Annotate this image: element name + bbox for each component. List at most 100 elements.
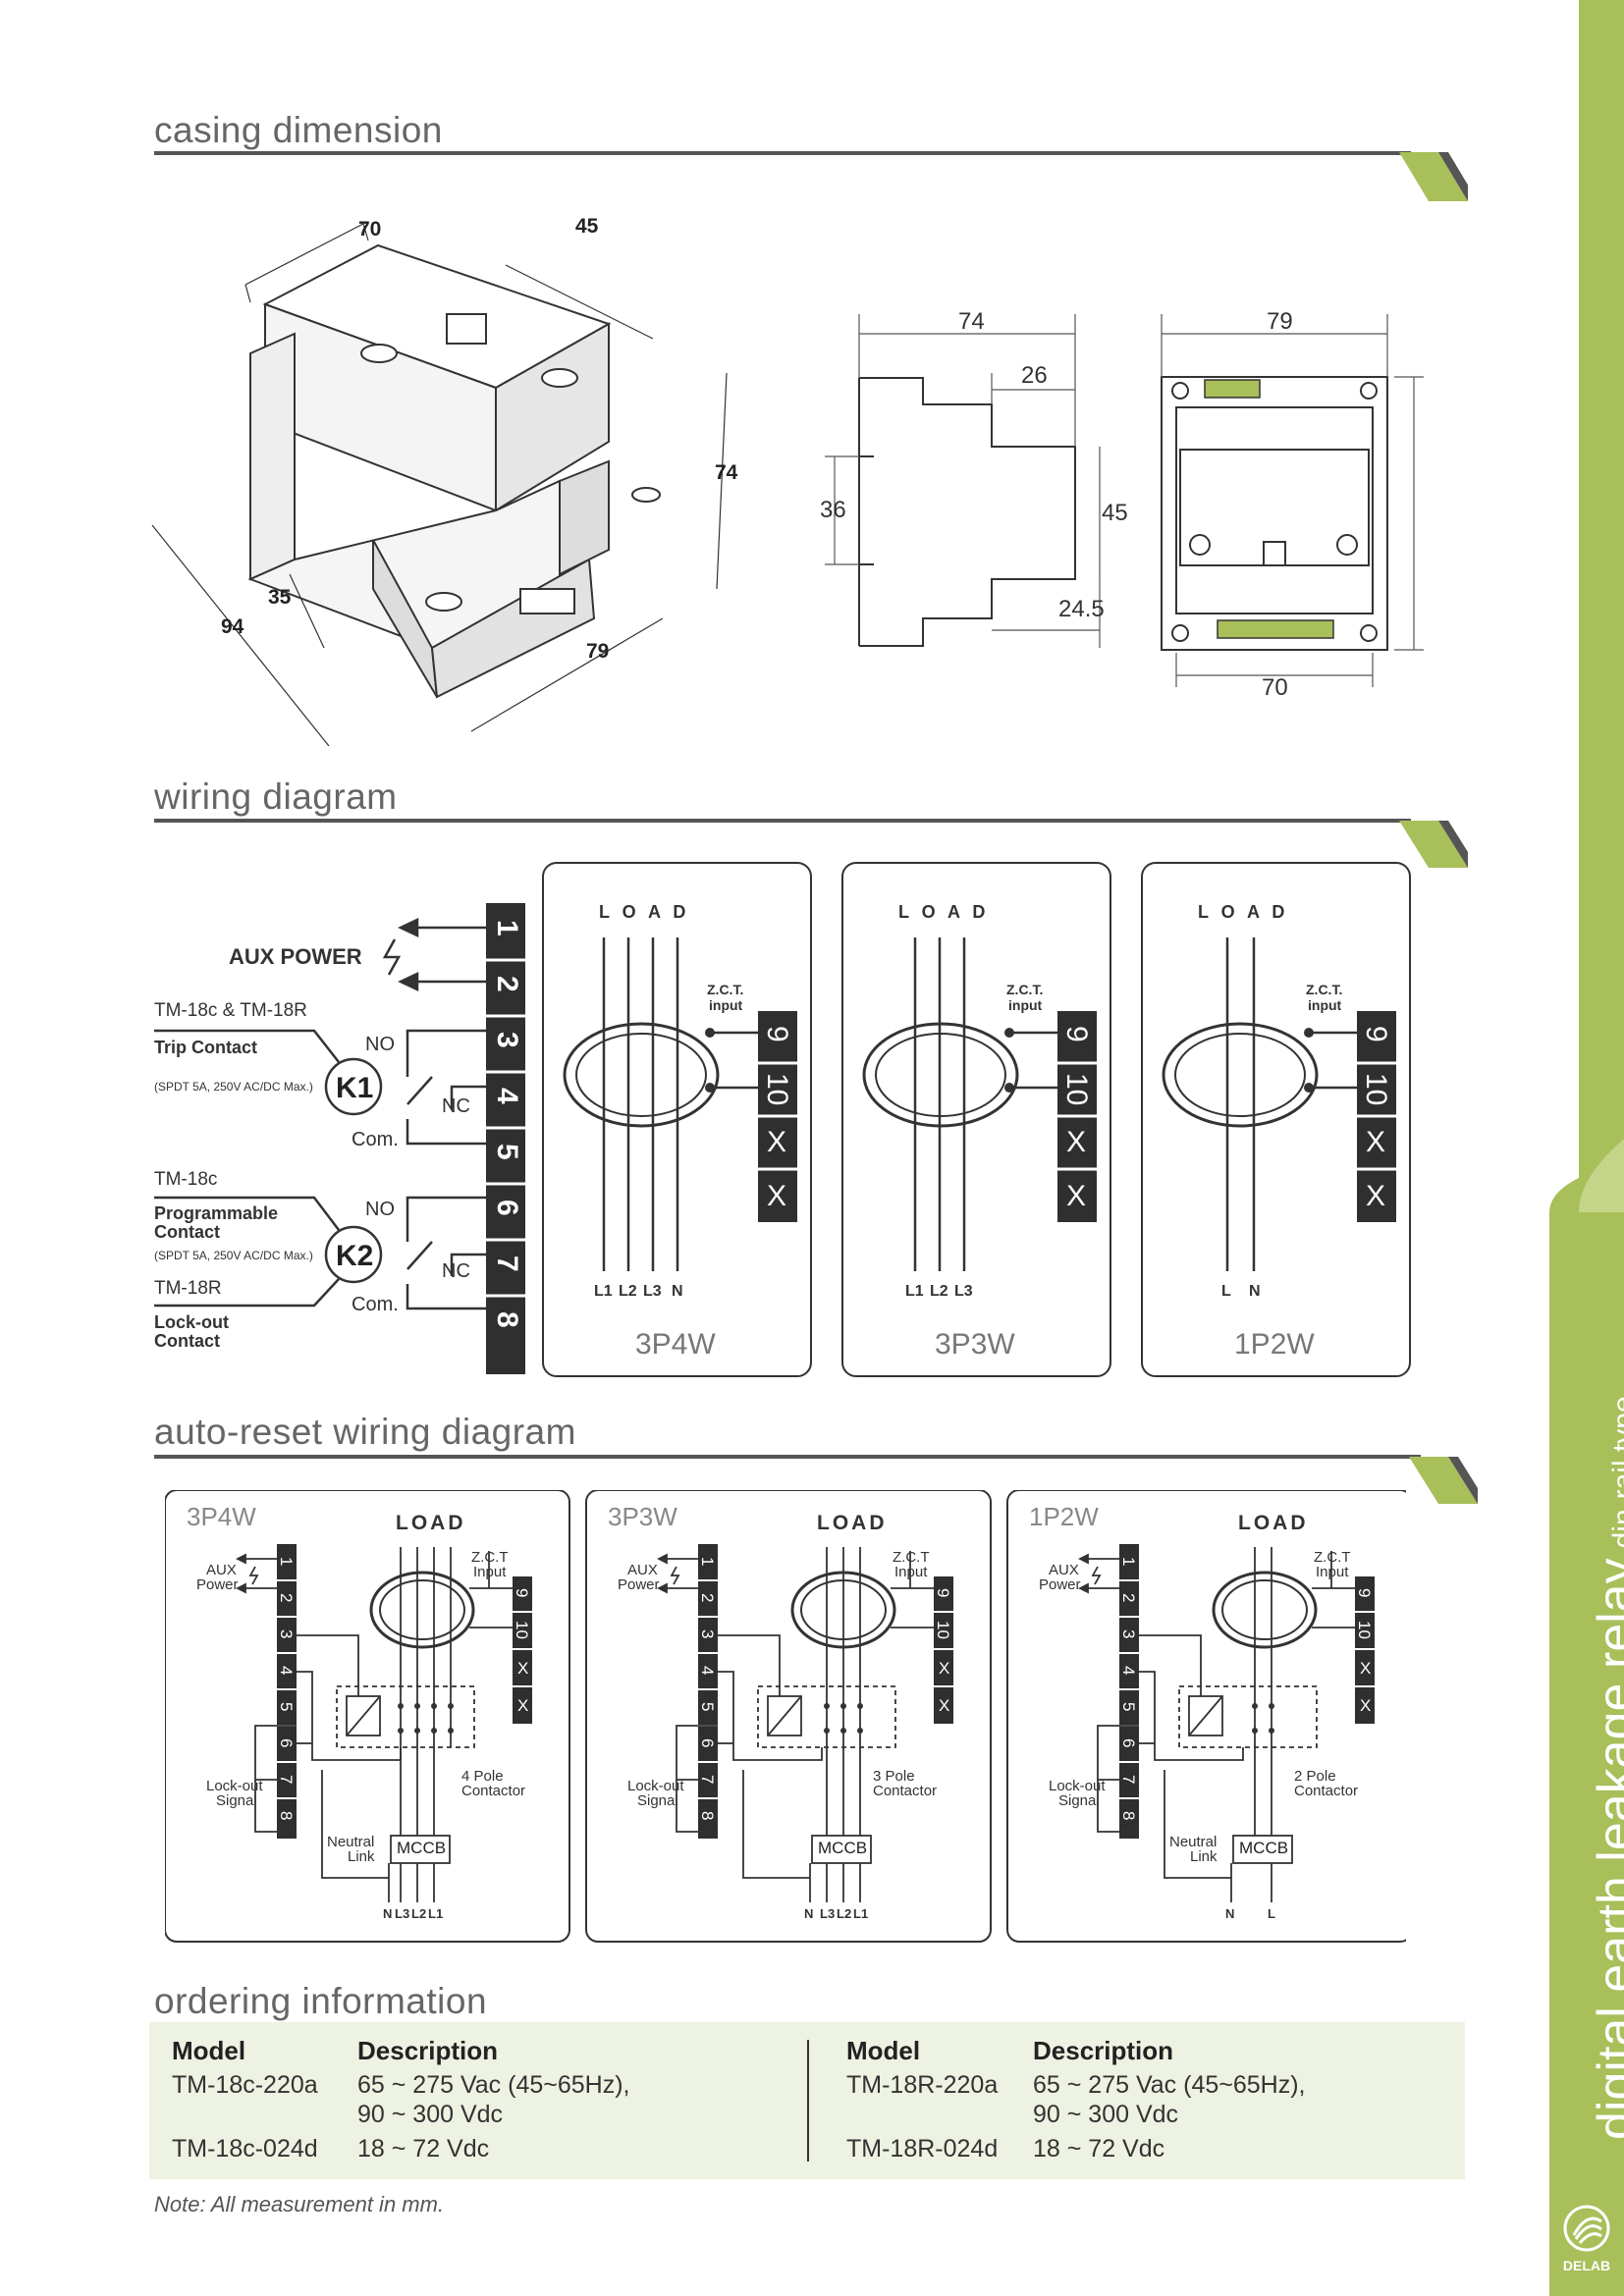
front-dim-width: 79 [1267, 308, 1293, 335]
k1-com-label: Com. [352, 1129, 399, 1150]
desc-row-1a: 65 ~ 275 Vac (45~65Hz), [357, 2071, 630, 2099]
front-dim-bottom: 70 [1262, 674, 1288, 701]
zct-terminal-x1: X [767, 1126, 786, 1158]
lockout-label: Lock-out [154, 1312, 229, 1332]
neutral-label: Neutral [1169, 1834, 1218, 1850]
k1-label: K1 [336, 1072, 373, 1104]
zct-input-label: input [1008, 997, 1043, 1013]
zct-label: Z.C.T [1314, 1549, 1351, 1566]
zct-input-label: input [1308, 997, 1342, 1013]
ordering-divider [807, 2040, 809, 2162]
load-lines [602, 937, 679, 1271]
panel-label: 3P3W [608, 1502, 677, 1531]
front-view [1161, 376, 1388, 651]
zct-terminal-x1: X [1066, 1126, 1086, 1158]
line-l3: L3 [643, 1283, 662, 1300]
side-view [858, 377, 1076, 647]
power-label: Power [1039, 1576, 1081, 1593]
k2-label: K2 [336, 1240, 373, 1272]
line-l1: L1 [594, 1283, 613, 1300]
delab-logo-icon [1563, 2205, 1610, 2252]
aux-label: AUX [1049, 1562, 1079, 1578]
zct-terminal-x1: X [1366, 1126, 1385, 1158]
k2-com-label: Com. [352, 1294, 399, 1315]
panel-label: 3P4W [187, 1502, 256, 1531]
zct-terminal-9: 9 [761, 1026, 793, 1042]
autoreset-panel-3p4w [165, 1490, 571, 1944]
isometric-view [247, 243, 661, 699]
col-model-right: Model [846, 2036, 921, 2065]
bottom-terminal-block [1217, 619, 1334, 639]
aux-power-label: AUX POWER [229, 944, 362, 969]
model-c-label: TM-18c [154, 1169, 217, 1190]
panel-label: 3P4W [635, 1328, 716, 1361]
zct-label: Z.C.T. [707, 982, 743, 997]
terminal-numbers: 1 2 3 4 5 6 7 8 [491, 920, 523, 1328]
line-l1: L1 [905, 1283, 924, 1300]
load-label: LOAD [396, 1512, 466, 1534]
zct-input-label: Input [894, 1564, 928, 1580]
desc-row-2: 18 ~ 72 Vdc [357, 2135, 490, 2163]
iso-dim-height: 74 [715, 461, 738, 484]
load-lines [1225, 937, 1256, 1271]
autoreset-svg [165, 1490, 1406, 1944]
k1-nc-label: NC [442, 1095, 470, 1117]
k2-no-label: NO [365, 1199, 395, 1220]
signal-label: Signal [1058, 1792, 1100, 1809]
line-n: N [804, 1906, 814, 1921]
power-label: Power [618, 1576, 660, 1593]
mccb-label: MCCB [397, 1839, 447, 1857]
load-lines [913, 937, 966, 1271]
load-label: L O A D [898, 902, 989, 922]
aux-label: AUX [627, 1562, 658, 1578]
col-model-left: Model [172, 2036, 246, 2065]
model-trip-label: TM-18c & TM-18R [154, 1000, 307, 1021]
side-dim-center: 45 [1102, 500, 1128, 526]
desc-row-3a: 65 ~ 275 Vac (45~65Hz), [1033, 2071, 1306, 2099]
contactor-label: Contactor [873, 1783, 938, 1799]
line-l2: L2 [619, 1283, 637, 1300]
line-l2: L2 [411, 1906, 427, 1921]
signal-label: Signal [637, 1792, 678, 1809]
trip-contact-label: Trip Contact [154, 1038, 257, 1057]
line-l2: L2 [930, 1283, 948, 1300]
zct-terminal-x2: X [767, 1180, 786, 1212]
panel-label: 3P3W [935, 1328, 1015, 1361]
iso-dim-base-width: 79 [586, 640, 609, 663]
section-rule [154, 151, 1411, 155]
k1-spec-label: (SPDT 5A, 250V AC/DC Max.) [154, 1080, 313, 1094]
iso-dim-depth: 45 [575, 215, 599, 238]
front-dimension-lines [1161, 314, 1424, 687]
k2-spec-label: (SPDT 5A, 250V AC/DC Max.) [154, 1249, 313, 1262]
k1-relay [154, 1029, 486, 1146]
zct-terminal-10: 10 [761, 1073, 793, 1105]
section-wedge [1399, 152, 1468, 201]
power-label: Power [196, 1576, 239, 1593]
panel-label: 1P2W [1234, 1328, 1315, 1361]
zct-label: Z.C.T. [1006, 982, 1043, 997]
side-dim-width: 74 [958, 308, 985, 335]
contactor-label: Contactor [461, 1783, 526, 1799]
line-l3: L3 [820, 1906, 836, 1921]
contactor-label: Contactor [1294, 1783, 1359, 1799]
line-l: L [1268, 1906, 1275, 1921]
terminal-7: 7 [491, 1255, 523, 1272]
col-desc-left: Description [357, 2036, 499, 2065]
pole-label: 2 Pole [1294, 1768, 1336, 1785]
autoreset-panel-labels-1p2w: 1P2W LOAD AUX Power Z.C.T Input Lock-out… [1007, 1490, 1412, 1942]
mccb-label: MCCB [1239, 1839, 1289, 1857]
signal-label: Signal [216, 1792, 257, 1809]
line-n: N [1249, 1283, 1261, 1300]
model-row-3: TM-18R-220a [846, 2071, 999, 2099]
lockout-label: Lock-out [627, 1778, 684, 1794]
lockout-label: Lock-out [206, 1778, 263, 1794]
model-row-1: TM-18c-220a [172, 2071, 318, 2099]
zct-terminal-10: 10 [1060, 1073, 1093, 1105]
zct-terminal-10: 10 [1360, 1073, 1392, 1105]
panel-label: 1P2W [1029, 1502, 1099, 1531]
zct-label: Z.C.T. [1306, 982, 1342, 997]
iso-dim-width: 70 [358, 218, 381, 240]
aux-label: AUX [206, 1562, 237, 1578]
programmable-label: Programmable [154, 1203, 278, 1223]
load-label: L O A D [1198, 902, 1288, 922]
